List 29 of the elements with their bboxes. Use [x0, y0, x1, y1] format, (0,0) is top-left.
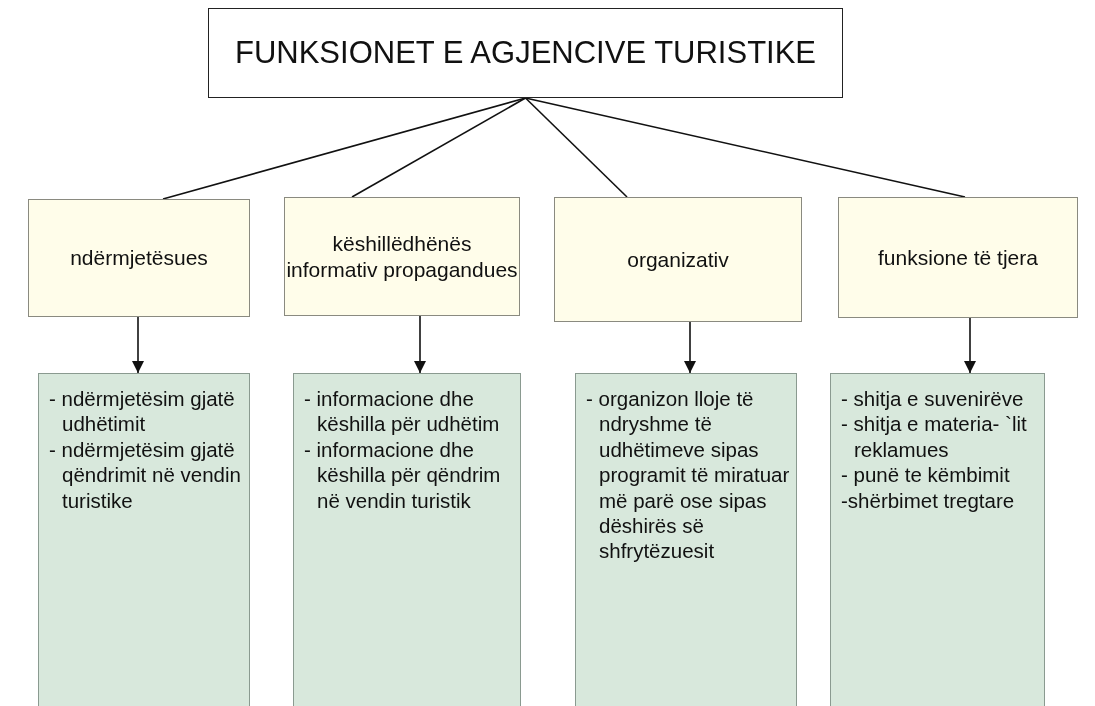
list-item: - ndërmjetësim gjatë qëndrimit në vendin turistike	[49, 436, 242, 514]
description-box	[575, 373, 797, 706]
title-text: FUNKSIONET E AGJENCIVE TURISTIKE	[234, 35, 817, 71]
list-item: - organizon lloje të ndryshme të udhëtimeve sipas programit të miratuar më parë ose sipas dëshirës së shfrytëzuesit	[586, 386, 790, 564]
connector-line	[351, 97, 527, 198]
list-item: - ndërmjetësim gjatë udhëtimit	[49, 386, 236, 437]
description-box	[293, 373, 521, 706]
list-item: - shitja e suvenirëve	[841, 386, 1025, 412]
box-label: ndërmjetësues	[70, 245, 208, 271]
box-label: funksione të tjera	[878, 244, 1038, 271]
list-item: - informacione dhe këshilla për qëndrim në vendin turistik	[304, 436, 502, 514]
list-item: - shitja e materia- `lit reklamues	[841, 411, 1028, 463]
function-box	[28, 199, 250, 317]
box-label: organizativ	[627, 246, 729, 273]
arrow	[414, 315, 426, 374]
list-item: - informacione dhe këshilla për udhëtim	[304, 386, 501, 437]
box-label: këshillëdhënës informativ propagandues	[285, 231, 519, 282]
arrow	[964, 317, 976, 374]
function-box	[284, 197, 520, 316]
arrow	[132, 316, 144, 374]
connector-line	[524, 97, 628, 198]
function-box	[554, 197, 802, 322]
arrow	[684, 321, 696, 374]
description-box	[38, 373, 250, 706]
list-item: -shërbimet tregtare	[841, 487, 1016, 514]
description-box	[830, 373, 1045, 706]
function-box	[838, 197, 1078, 318]
title-box	[208, 8, 843, 98]
list-item: - punë te këmbimit	[841, 462, 1011, 488]
